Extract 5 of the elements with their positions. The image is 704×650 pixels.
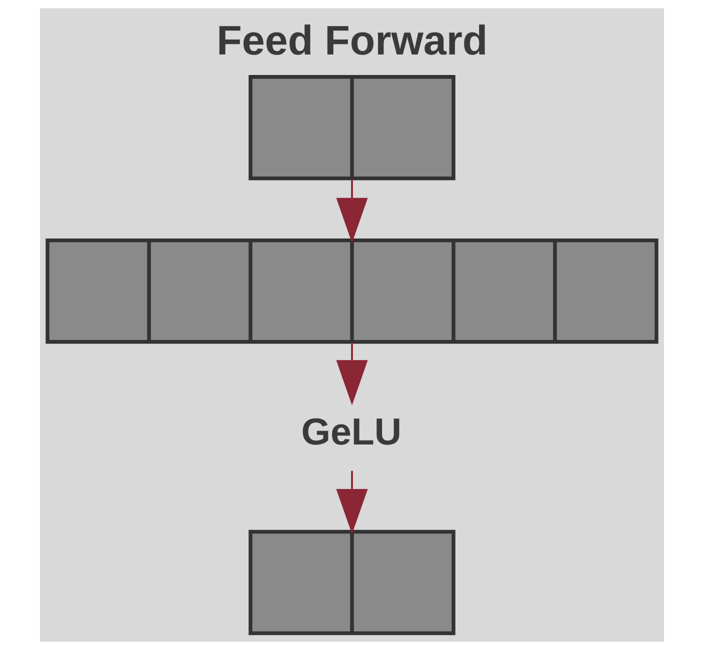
arrow [336,470,368,534]
diagram-title: Feed Forward [216,18,488,64]
arrow [336,342,368,406]
arrow [336,179,368,244]
node-text: GeLU [301,410,402,452]
